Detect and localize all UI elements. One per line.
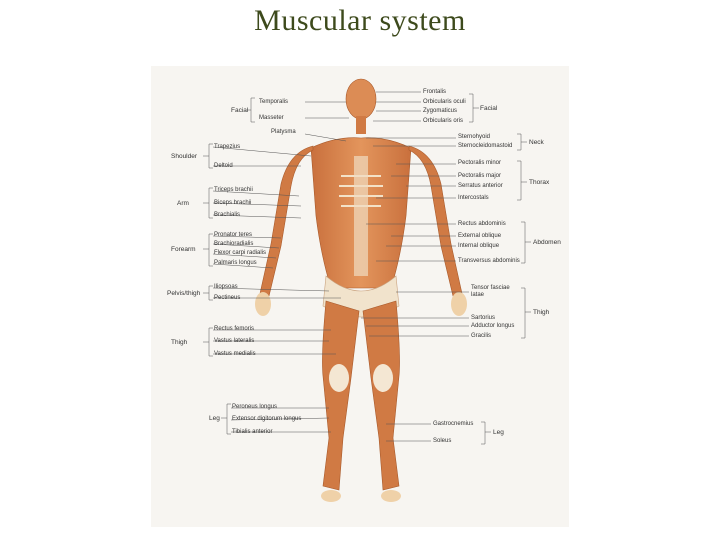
label-temporalis: Temporalis bbox=[259, 99, 289, 105]
label-tensor-fasciae-latae: Tensor fasciae latae bbox=[471, 285, 510, 298]
group-facial-right: Facial bbox=[480, 105, 498, 112]
label-orbicularis-oris: Orbicularis oris bbox=[423, 118, 464, 124]
label-frontalis: Frontalis bbox=[423, 89, 447, 95]
label-sternohyoid: Sternohyoid bbox=[458, 134, 491, 140]
label-flexor-carpi-radialis: Flexor carpi radialis bbox=[214, 250, 267, 256]
label-biceps-brachii: Biceps brachii bbox=[214, 200, 252, 206]
group-arm: Arm bbox=[177, 200, 189, 207]
group-shoulder: Shoulder bbox=[171, 153, 198, 160]
label-deltoid: Deltoid bbox=[214, 163, 233, 169]
group-forearm: Forearm bbox=[171, 246, 196, 253]
group-neck: Neck bbox=[529, 139, 544, 146]
label-masseter: Masseter bbox=[259, 115, 284, 121]
label-platysma: Platysma bbox=[271, 129, 296, 135]
label-sartorius: Sartorius bbox=[471, 315, 496, 321]
label-peroneus-longus: Peroneus longus bbox=[232, 404, 278, 410]
label-pectoralis-minor: Pectoralis minor bbox=[458, 160, 502, 166]
label-external-oblique: External oblique bbox=[458, 233, 502, 239]
label-serratus-anterior: Serratus anterior bbox=[458, 183, 503, 189]
label-pectineus: Pectineus bbox=[214, 295, 241, 301]
label-zygomaticus: Zygomaticus bbox=[423, 108, 458, 114]
group-leg-left: Leg bbox=[209, 415, 220, 422]
label-pronator-teres: Pronator teres bbox=[214, 232, 253, 238]
slide-title: Muscular system bbox=[254, 4, 466, 37]
label-triceps-brachii: Triceps brachii bbox=[214, 187, 253, 193]
label-gracilis: Gracilis bbox=[471, 333, 492, 339]
label-soleus: Soleus bbox=[433, 438, 452, 444]
label-adductor-longus: Adductor longus bbox=[471, 323, 515, 329]
label-brachioradialis: Brachioradialis bbox=[214, 241, 254, 247]
group-thorax: Thorax bbox=[529, 179, 550, 186]
label-gastrocnemius: Gastrocnemius bbox=[433, 421, 474, 427]
leader-lines bbox=[212, 91, 469, 442]
label-palmaris-longus: Palmaris longus bbox=[214, 260, 257, 266]
label-orbicularis-oculi: Orbicularis oculi bbox=[423, 99, 466, 105]
label-extensor-digitorum-longus: Extensor digitorum longus bbox=[232, 416, 302, 422]
label-transversus-abdominis: Transversus abdominis bbox=[458, 258, 520, 264]
label-trapezius: Trapezius bbox=[214, 144, 241, 150]
label-intercostals: Intercostals bbox=[458, 195, 489, 201]
label-sternocleidomastoid: Sternocleidomastoid bbox=[458, 143, 513, 149]
label-pectoralis-major: Pectoralis major bbox=[458, 173, 502, 179]
label-vastus-lateralis: Vastus lateralis bbox=[214, 338, 255, 344]
muscle-diagram: Facial Shoulder Arm Forearm Pelvis/thigh… bbox=[151, 66, 569, 527]
group-abdomen: Abdomen bbox=[533, 239, 561, 246]
label-internal-oblique: Internal oblique bbox=[458, 243, 500, 249]
body-figure bbox=[255, 78, 467, 502]
label-rectus-abdominis: Rectus abdominis bbox=[458, 221, 506, 227]
group-thigh-left: Thigh bbox=[171, 339, 188, 346]
label-rectus-femoris: Rectus femoris bbox=[214, 326, 255, 332]
label-iliopsoas: Iliopsoas bbox=[214, 284, 238, 290]
anatomy-illustration bbox=[203, 78, 531, 502]
group-pelvis-thigh: Pelvis/thigh bbox=[167, 290, 201, 297]
group-leg-right: Leg bbox=[493, 429, 504, 436]
label-vastus-medialis: Vastus medialis bbox=[214, 351, 256, 357]
group-brackets bbox=[203, 93, 531, 445]
label-tibialis-anterior: Tibialis anterior bbox=[232, 429, 273, 435]
group-thigh-right: Thigh bbox=[533, 309, 550, 316]
label-brachialis: Brachialis bbox=[214, 212, 241, 218]
group-facial-left: Facial bbox=[231, 107, 249, 114]
